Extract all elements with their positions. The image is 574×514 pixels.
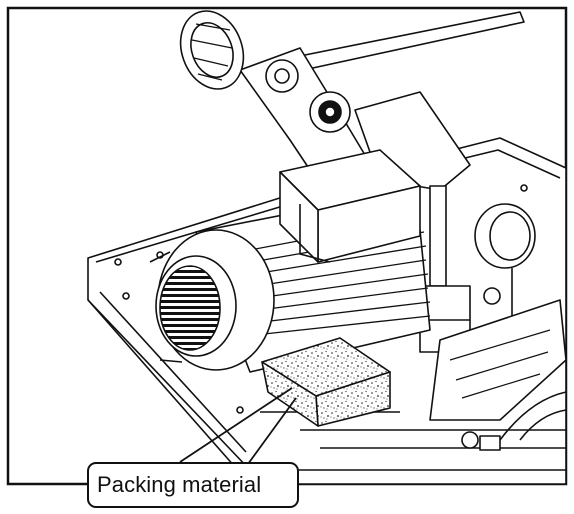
terminal-box <box>279 149 421 263</box>
packing-material-callout: Packing material <box>87 462 299 508</box>
motor-fan-cover <box>149 229 275 371</box>
drawing <box>87 10 567 485</box>
handle-knob <box>179 10 299 93</box>
pulley-gear <box>309 91 351 133</box>
packing-foam-block <box>261 337 391 427</box>
callout-label: Packing material <box>97 472 262 497</box>
leader-line <box>179 387 297 465</box>
